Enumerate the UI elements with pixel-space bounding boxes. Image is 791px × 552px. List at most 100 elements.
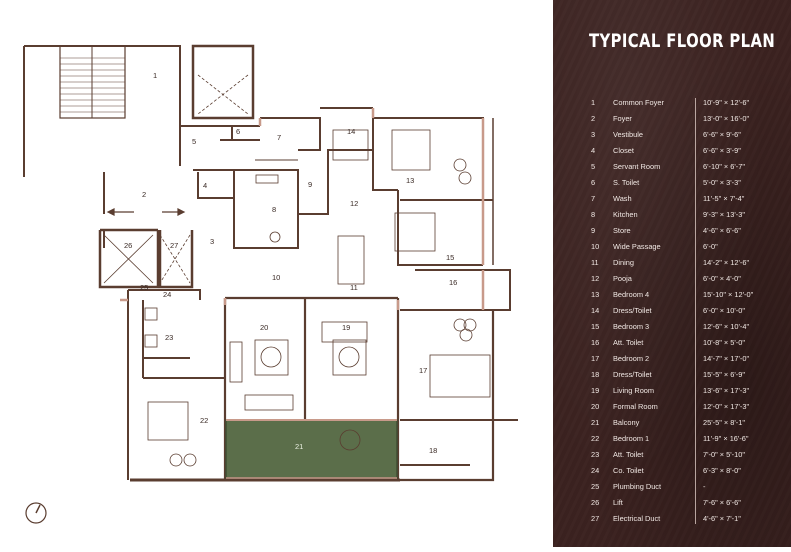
legend-name: Electrical Duct (613, 514, 661, 523)
legend-dim: 9'-3" × 13'-3" (703, 210, 745, 219)
legend-name: Bedroom 2 (613, 354, 650, 363)
room-label: 8 (272, 205, 276, 214)
balcony-floor (225, 419, 398, 479)
room-label: 20 (260, 323, 268, 332)
legend-row: 18 Dress/Toilet 15'-5" × 6'-9" (591, 367, 785, 383)
legend-num: 22 (591, 434, 600, 443)
legend-dim: 4'-6" × 7'-1" (703, 514, 741, 523)
legend-dim: 4'-6" × 6'-6" (703, 226, 741, 235)
legend-name: Bedroom 3 (613, 322, 650, 331)
room-label: 25 (140, 283, 148, 292)
room-label: 18 (429, 446, 437, 455)
legend-num: 12 (591, 274, 600, 283)
legend-num: 20 (591, 402, 600, 411)
legend-name: Pooja (613, 274, 632, 283)
legend-name: Vestibule (613, 130, 643, 139)
legend-num: 1 (591, 98, 596, 107)
legend-dim: 10'-8" × 5'-0" (703, 338, 745, 347)
legend-name: Bedroom 4 (613, 290, 650, 299)
room-label: 9 (308, 180, 312, 189)
legend-dim: 6'-6" × 3'-9" (703, 146, 741, 155)
legend-num: 4 (591, 146, 596, 155)
legend-dim: 14'-2" × 12'-6" (703, 258, 750, 267)
legend-num: 25 (591, 482, 600, 491)
legend-dim: - (703, 482, 706, 491)
legend-name: Formal Room (613, 402, 658, 411)
legend-dim: 6'-0" × 10'-0" (703, 306, 745, 315)
legend-num: 27 (591, 514, 600, 523)
room-label: 12 (350, 199, 358, 208)
room-label: 19 (342, 323, 350, 332)
legend-name: Dining (613, 258, 634, 267)
legend-name: Wide Passage (613, 242, 661, 251)
legend-name: Kitchen (613, 210, 638, 219)
room-label: 3 (210, 237, 214, 246)
room-label: 26 (124, 241, 132, 250)
legend-dim: 14'-7" × 17'-0" (703, 354, 750, 363)
legend-name: Lift (613, 498, 623, 507)
room-label: 15 (446, 253, 454, 262)
accent-walls (120, 108, 400, 310)
legend-name: Living Room (613, 386, 655, 395)
floor-plan-svg: 1 2 3 4 5 6 7 8 9 10 11 12 13 14 15 16 1… (23, 44, 518, 524)
legend-name: Wash (613, 194, 632, 203)
passage-arrows (106, 208, 186, 216)
legend-row: 8 Kitchen 9'-3" × 13'-3" (591, 207, 785, 223)
panel-title: TYPICAL FLOOR PLAN (589, 30, 776, 52)
legend-name: Closet (613, 146, 634, 155)
legend-dim: 5'-0" × 3'-3" (703, 178, 741, 187)
room-label: 10 (272, 273, 280, 282)
legend-name: Balcony (613, 418, 640, 427)
legend-num: 18 (591, 370, 600, 379)
legend-num: 7 (591, 194, 596, 203)
legend-row: 4 Closet 6'-6" × 3'-9" (591, 143, 785, 159)
legend-num: 15 (591, 322, 600, 331)
room-label: 2 (142, 190, 146, 199)
legend-num: 23 (591, 450, 600, 459)
room-label: 17 (419, 366, 427, 375)
legend-num: 24 (591, 466, 600, 475)
legend-dim: 15'-5" × 6'-9" (703, 370, 745, 379)
legend-dim: 13'-0" × 16'-0" (703, 114, 750, 123)
legend-num: 10 (591, 242, 600, 251)
legend-dim: 7'-0" × 5'-10" (703, 450, 745, 459)
legend-dim: 11'-9" × 16'-6" (703, 434, 749, 443)
legend-dim: 6'-0" (703, 242, 718, 251)
legend-name: Att. Toilet (613, 450, 644, 459)
room-label: 27 (170, 241, 178, 250)
legend-name: Dress/Toilet (613, 370, 652, 379)
legend-dim: 15'-10" × 12'-0" (703, 290, 754, 299)
legend-row: 23 Att. Toilet 7'-0" × 5'-10" (591, 447, 785, 463)
legend-row: 27 Electrical Duct 4'-6" × 7'-1" (591, 511, 785, 527)
legend-dim: 25'-5" × 8'-1" (703, 418, 745, 427)
legend-dim: 6'-3" × 8'-0" (703, 466, 741, 475)
legend-num: 16 (591, 338, 600, 347)
legend-num: 8 (591, 210, 596, 219)
room-label: 23 (165, 333, 173, 342)
legend-dim: 10'-9" × 12'-6" (703, 98, 750, 107)
legend-dim: 6'-6" × 9'-6" (703, 130, 741, 139)
legend-num: 9 (591, 226, 596, 235)
legend-num: 21 (591, 418, 600, 427)
legend-num: 26 (591, 498, 600, 507)
legend-num: 14 (591, 306, 600, 315)
legend-row: 10 Wide Passage 6'-0" (591, 239, 785, 255)
legend-dim: 12'-6" × 10'-4" (703, 322, 750, 331)
room-label: 7 (277, 133, 281, 142)
legend-num: 11 (591, 258, 599, 267)
room-number-labels: 1 2 3 4 5 6 7 8 9 10 11 12 13 14 15 16 1… (124, 71, 457, 455)
legend-num: 6 (591, 178, 596, 187)
